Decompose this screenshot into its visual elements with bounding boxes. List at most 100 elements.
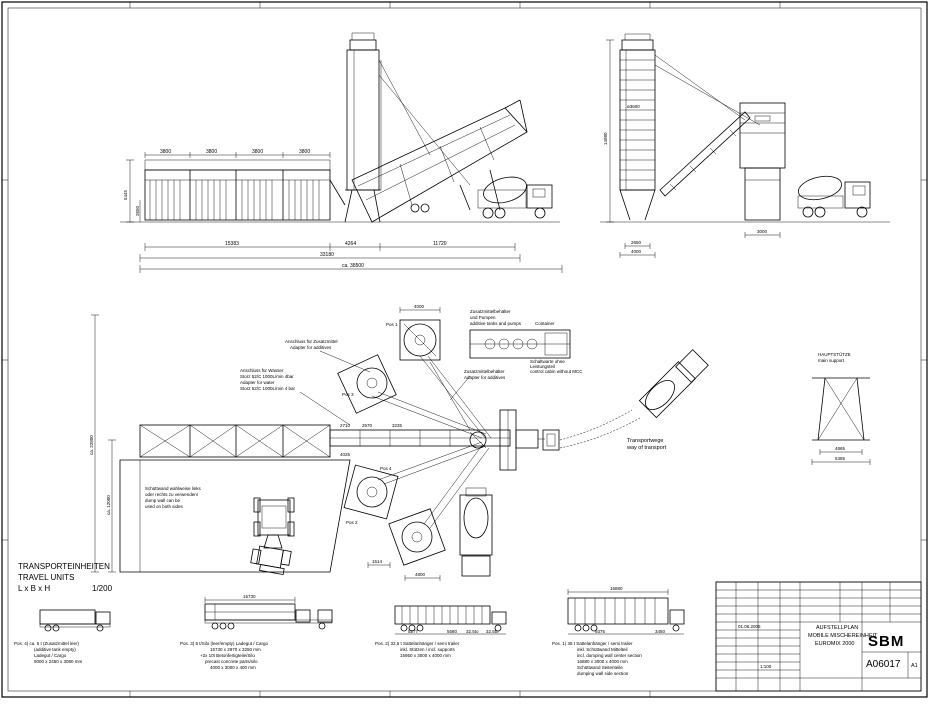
unit-2-dim-1: 5277: [408, 629, 419, 634]
silo-pos-bottom: [388, 508, 446, 566]
dim-total-2: ca. 38500: [342, 263, 364, 269]
side-elevation: ø3600 14980 265: [600, 33, 890, 258]
tank-label-en: additive tanks and pumps: [470, 321, 522, 326]
additive-container: [469, 329, 571, 359]
wall-note-de-2: oder rechts zu verwenden!: [145, 492, 198, 497]
travel-title-en: TRAVEL UNITS: [18, 573, 74, 582]
support-title-en: main support: [818, 358, 845, 363]
unit-1-line5: Schüttwand Seitenteile: [577, 665, 623, 670]
dim-height-left-small: 2650: [135, 205, 140, 216]
support-dim-1: 4865: [835, 446, 846, 451]
mixer-truck-plan: [459, 487, 493, 577]
mixer-truck-elevation: [477, 176, 553, 219]
silo-pos-lower-left: [343, 464, 399, 520]
unit-1-line2: inkl. Schüttwand Mittelteil: [577, 647, 628, 652]
travel-unit-3: [204, 597, 333, 630]
title-block: AUFSTELLPLAN MOBILE MISCHEREINHEIT EUROM…: [715, 581, 922, 692]
unit-3-line4: precast concrete parts/silo: [205, 659, 258, 664]
plan-width-3: 1514: [372, 559, 383, 564]
pos-marker-4: Pos 4: [380, 466, 392, 471]
plan-view: ca. 22800 ca. 12000 Schüttwand wahlweise…: [89, 304, 709, 581]
travel-scale: 1/200: [92, 584, 113, 593]
adapter-water-line1: Storz 52/C 1000L/min 4bar: [240, 374, 294, 379]
main-support-detail: HAUPTSTÜTZE main support 4865 5385: [811, 351, 871, 465]
dim-side-height: 14980: [603, 132, 608, 145]
unit-1-dim-2: 3450: [655, 629, 666, 634]
unit-4-line1: Pos. 4) ca. 5 t (Zusatzmittel leer): [14, 641, 80, 646]
dim-top-2: 3800: [206, 149, 217, 155]
bin-dim-3: 3235: [392, 423, 403, 428]
pos-marker-1: Pos 1: [386, 322, 398, 327]
unit-4-line2: (additive tank empty): [34, 647, 76, 652]
dim-bottom-1: 15383: [225, 241, 239, 247]
inner-frame: [7, 7, 922, 692]
silo-pos-top-right: [399, 319, 441, 361]
wheel-loader: [250, 497, 295, 576]
unit-2-dim-3: 32.5to: [466, 629, 479, 634]
dim-side-base-1: 2650: [631, 240, 642, 245]
inclined-conveyor: [351, 99, 528, 223]
adapter-additive-en: Adapter for additives: [290, 345, 332, 350]
silo-tower: [344, 32, 471, 223]
cabin-label-en: control cabin without MCC: [530, 369, 583, 374]
unit-3-dim: 15730: [243, 594, 256, 599]
silo-diameter: ø3600: [627, 104, 640, 109]
adapter-water-en: Adapter for water: [240, 380, 275, 385]
bottom-dimension-chain: 15383 4264 11720 33180 ca. 38500: [139, 241, 563, 273]
tank-label-de-1: Zusatzmittelbehälter: [470, 309, 511, 314]
left-height-dims: 5445 2650: [123, 159, 141, 223]
unit-4-line4: 9000 x 2450 x 3080 mm: [34, 659, 83, 664]
unit-3-line5: 4000 x 3000 x 400 mm: [210, 665, 256, 670]
title-model: EUROMIX 2000: [815, 641, 854, 647]
transport-path-2: [559, 409, 633, 441]
drawing-number: A06017: [866, 659, 901, 670]
transport-path-1: [559, 417, 641, 449]
title-de: AUFSTELLPLAN: [816, 625, 858, 631]
cabin-label-de-2: Leistungsteil: [530, 364, 555, 369]
plan-width-2: 4800: [415, 572, 426, 577]
silo-pos-upper-left: [337, 354, 397, 414]
tank-label-de-2: und Pumpen: [470, 315, 496, 320]
unit-2-dim-2: 5580: [447, 629, 458, 634]
transport-label-de: Transportwege: [627, 438, 663, 444]
dim-bottom-2: 4264: [345, 241, 356, 247]
unit-1-dim-1: 9375: [595, 629, 606, 634]
unit-3-line2: 15730 x 2970 x 3250 mm: [210, 647, 261, 652]
company-logo: SBM: [868, 633, 904, 650]
additive-tank-en: Adapter for additives: [464, 375, 506, 380]
unit-1-line6: dumping wall side section: [577, 671, 629, 676]
unit-1-line3: incl. dumping wall center section: [577, 653, 642, 658]
dump-wall-plan: [119, 424, 351, 573]
belt-conveyor-plan: [329, 409, 560, 471]
unit-2-line3: 15950 x 3000 x 4000 mm: [400, 653, 451, 658]
bin-dim-1: 2710: [340, 423, 351, 428]
travel-unit-4: [39, 609, 111, 632]
unit-2-line1: Pos. 2) 32,5 t Sattelanhänger / semi tra…: [375, 641, 460, 646]
dim-top-1: 3800: [160, 149, 171, 155]
unit-1-line4: 16880 x 3000 x 4000 mm: [577, 659, 628, 664]
drawing-date: 01.06.2005: [738, 624, 761, 629]
unit-4-line3: Ladegut / Cargo: [34, 653, 67, 658]
sheet-size: A1: [911, 663, 918, 669]
dim-top-3: 3800: [252, 149, 263, 155]
cabin-label-de-1: Schaltwarte ohne: [530, 359, 565, 364]
adapter-water-line2: Storz 52/C 1000L/min 4 bar: [240, 386, 296, 391]
bin-dim-2: 2570: [362, 423, 373, 428]
unit-2-dim-4: 32.5to: [486, 629, 499, 634]
additive-tank-de: Zusatzmittelbehälter: [464, 369, 505, 374]
unit-3-line3: +2x 10t Betonfertigteile/Silo: [200, 653, 255, 658]
mixer-truck-side: [797, 175, 871, 218]
support-title-de: HAUPTSTÜTZE: [818, 351, 851, 357]
unit-1-dim: 16880: [610, 586, 623, 591]
travel-title-de: TRANSPORTEINHEITEN: [18, 562, 110, 571]
container-label: Container: [535, 321, 555, 326]
drawing-scale: 1:100: [760, 664, 772, 669]
travel-unit-1: [567, 589, 685, 635]
pos-marker-2: Pos 2: [346, 520, 358, 525]
plan-dim-height-total: ca. 22800: [89, 435, 94, 455]
wall-note-en-1: dump wall can be: [145, 498, 181, 503]
top-dimension-chain: 3800 3800 3800 3800: [144, 149, 331, 158]
dim-hopper-width: 3000: [757, 229, 768, 234]
